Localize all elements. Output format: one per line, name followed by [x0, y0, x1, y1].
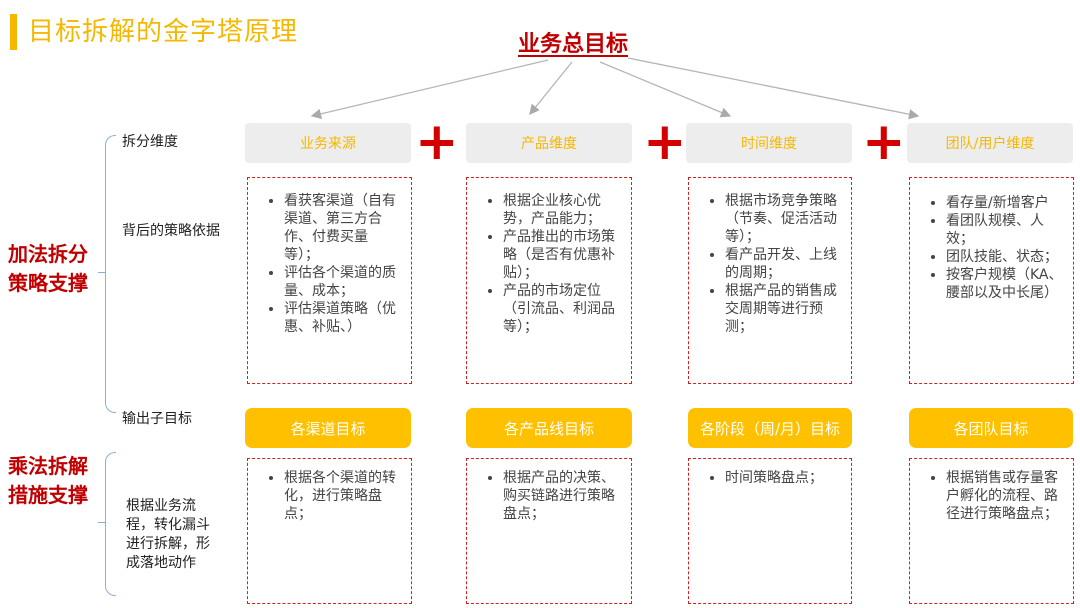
measure-box-team: 根据销售或存量客户孵化的流程、路径进行策略盘点； — [909, 458, 1074, 604]
row-label-output: 输出子目标 — [122, 411, 192, 427]
arrow-to-dimension-1 — [310, 59, 549, 119]
basis-box-product: 根据企业核心优势，产品能力； 产品推出的市场策略（是否有优惠补贴）； 产品的市场… — [466, 177, 632, 384]
basis-item: 看团队规模、人效； — [946, 212, 1063, 248]
dimension-box-source: 业务来源 — [245, 123, 411, 163]
basis-item: 看产品开发、上线的周期； — [725, 246, 841, 282]
dimension-box-team: 团队/用户维度 — [907, 123, 1073, 163]
slide-title: 目标拆解的金字塔原理 — [28, 17, 299, 47]
measure-item: 根据各个渠道的转化，进行策略盘点； — [284, 469, 401, 523]
basis-item: 根据产品的销售成交周期等进行预测； — [725, 282, 841, 336]
basis-box-time: 根据市场竞争策略（节奏、促活活动等）； 看产品开发、上线的周期； 根据产品的销售… — [688, 177, 852, 384]
basis-box-team: 看存量/新增客户 看团队规模、人效； 团队技能、状态； 按客户规模（KA、腰部以… — [909, 177, 1074, 384]
measure-box-time: 时间策略盘点； — [688, 458, 852, 604]
basis-item: 根据市场竞争策略（节奏、促活活动等）； — [725, 192, 841, 246]
add-section-label: 加法拆分策略支撑 — [8, 242, 88, 295]
add-section-bracket-tick — [98, 272, 106, 273]
multiply-section-bracket — [105, 452, 116, 596]
arrow-to-dimension-3 — [599, 61, 732, 118]
basis-item: 产品推出的市场策略（是否有优惠补贴）； — [503, 228, 621, 282]
row-label-measure: 根据业务流程，转化漏斗进行拆解，形成落地动作 — [126, 498, 210, 571]
plus-icon: + — [643, 112, 687, 172]
measure-item: 根据产品的决策、购买链路进行策略盘点； — [503, 469, 621, 523]
measure-item: 时间策略盘点； — [725, 469, 841, 487]
row-label-dimension: 拆分维度 — [122, 134, 178, 150]
measure-item: 根据销售或存量客户孵化的流程、路径进行策略盘点； — [946, 469, 1063, 523]
plus-icon: + — [415, 112, 459, 172]
multiply-section-label: 乘法拆解措施支撑 — [8, 454, 88, 507]
basis-item: 按客户规模（KA、腰部以及中长尾） — [946, 266, 1063, 302]
measure-box-product: 根据产品的决策、购买链路进行策略盘点； — [466, 458, 632, 604]
plus-icon: + — [862, 112, 906, 172]
multiply-section-bracket-tick — [98, 522, 106, 523]
basis-item: 团队技能、状态； — [946, 248, 1063, 266]
dimension-box-time: 时间维度 — [686, 123, 852, 163]
row-label-basis: 背后的策略依据 — [122, 223, 220, 239]
arrow-to-dimension-4 — [627, 57, 920, 120]
add-section-bracket — [105, 135, 116, 413]
output-box-team: 各团队目标 — [909, 408, 1073, 448]
basis-item: 看获客渠道（自有渠道、第三方合作、付费买量等）； — [284, 192, 401, 264]
basis-item: 产品的市场定位（引流品、利润品等）； — [503, 282, 621, 336]
basis-box-source: 看获客渠道（自有渠道、第三方合作、付费买量等）； 评估各个渠道的质量、成本； 评… — [247, 177, 412, 384]
output-box-stage: 各阶段（周/月）目标 — [688, 408, 852, 448]
measure-box-channel: 根据各个渠道的转化，进行策略盘点； — [247, 458, 412, 604]
basis-item: 看存量/新增客户 — [946, 194, 1063, 212]
title-accent-bar — [10, 14, 17, 50]
top-goal: 业务总目标 — [518, 32, 629, 57]
basis-item: 评估渠道策略（优惠、补贴、） — [284, 300, 401, 336]
basis-item: 评估各个渠道的质量、成本； — [284, 264, 401, 300]
output-box-channel: 各渠道目标 — [245, 408, 411, 448]
output-box-product-line: 各产品线目标 — [466, 408, 632, 448]
basis-item: 根据企业核心优势，产品能力； — [503, 192, 621, 228]
arrow-to-dimension-2 — [529, 61, 573, 116]
dimension-box-product: 产品维度 — [466, 123, 632, 163]
